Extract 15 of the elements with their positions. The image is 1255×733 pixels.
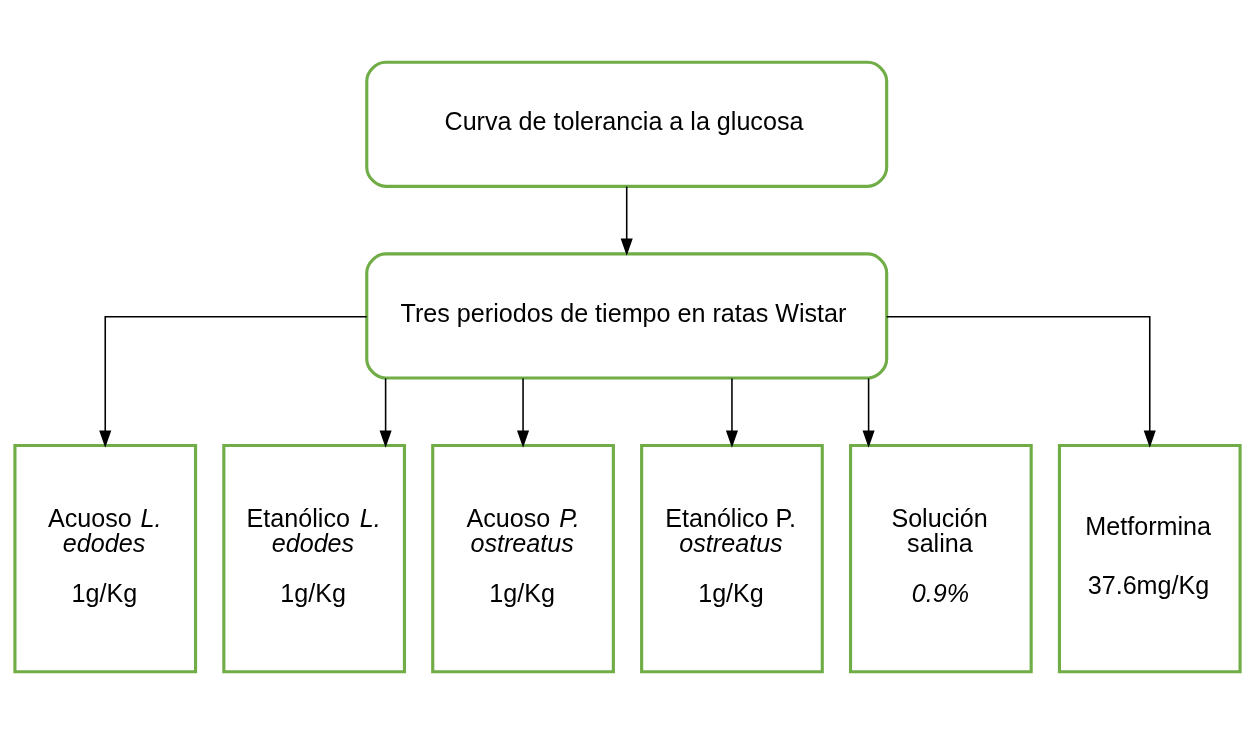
node-box: Etanólico L. edodes 1g/Kg [222, 443, 407, 673]
node-box: Metformina 37.6mg/Kg [1057, 443, 1242, 673]
node-box: Tres periodos de tiempo en ratas Wistar [365, 251, 889, 380]
arrow [725, 377, 738, 448]
node-box: Solución salina 0.9% [848, 443, 1033, 673]
node-box: Curva de tolerancia a la glucosa [365, 60, 889, 188]
node-box: Acuoso P. ostreatus 1g/Kg [431, 443, 615, 673]
arrow [862, 377, 875, 448]
arrow [517, 377, 530, 448]
arrow [379, 377, 392, 448]
node-box: Etanólico P. ostreatus 1g/Kg [640, 443, 824, 673]
arrow [99, 315, 368, 448]
arrow [885, 315, 1156, 448]
node-box: Acuoso L. edodes 1g/Kg [13, 443, 198, 673]
arrow [620, 185, 633, 256]
